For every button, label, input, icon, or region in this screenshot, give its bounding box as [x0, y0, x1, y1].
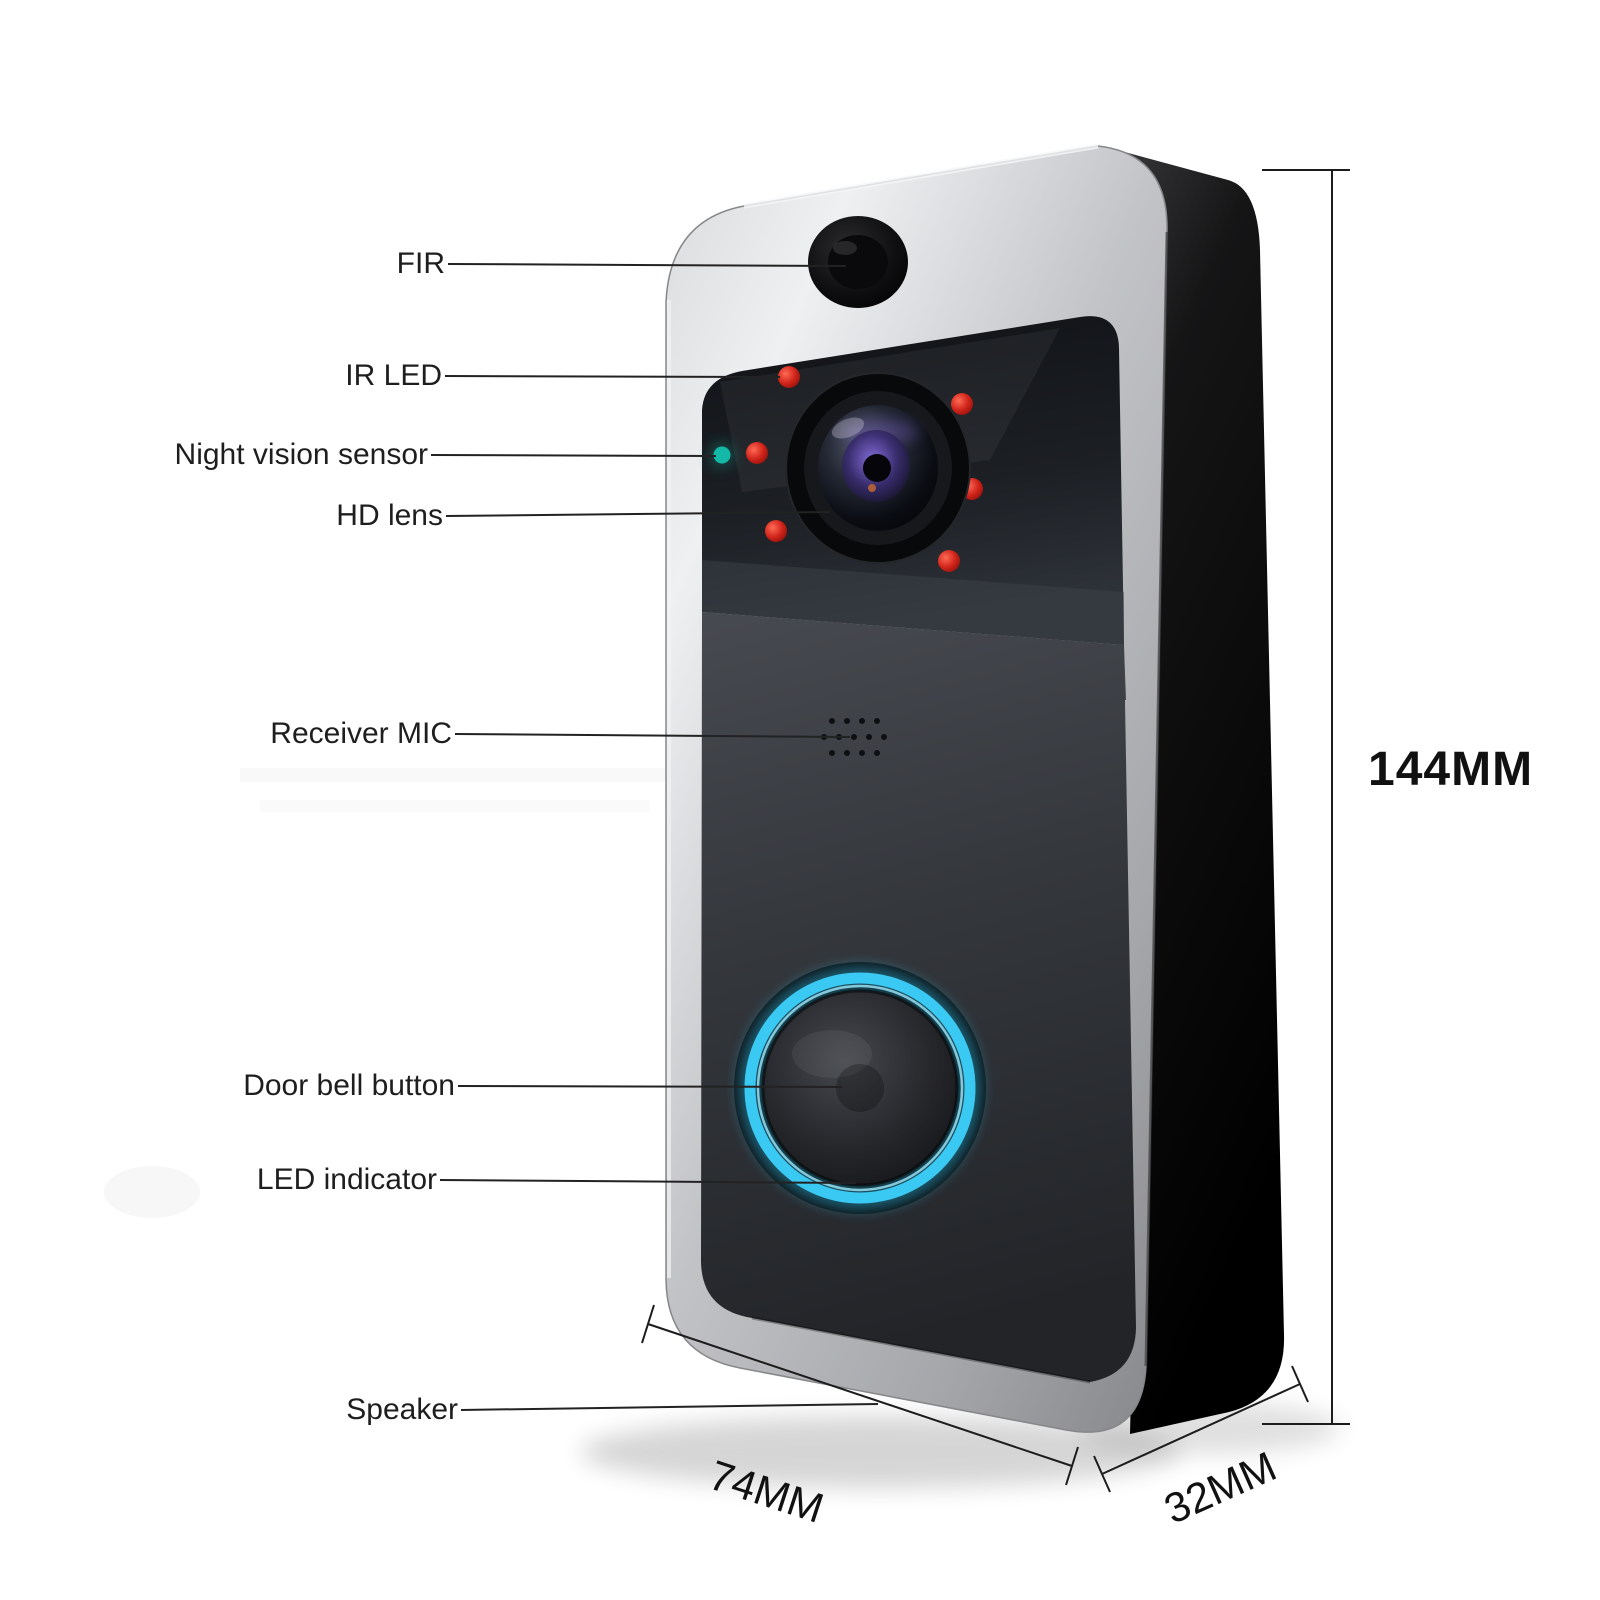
label-speaker: Speaker [346, 1393, 458, 1426]
body-bottom-seam [751, 1316, 1091, 1384]
ir-led-dot [778, 366, 800, 388]
leader-line-fir [447, 263, 847, 267]
background-artifacts [104, 768, 670, 1218]
leader-line-door-bell-button [457, 1085, 843, 1088]
ir-led-dot [765, 520, 787, 542]
label-door-bell-button: Door bell button [243, 1069, 455, 1102]
frame-right-seam [1144, 231, 1169, 1367]
camera-lens [785, 372, 971, 564]
leader-line-speaker [460, 1403, 879, 1411]
leader-line-hd-lens [445, 511, 831, 517]
leader-line-ir-led [444, 375, 781, 378]
height-dimension-line [1262, 169, 1350, 1425]
ir-led-dot [951, 393, 973, 415]
button-face [763, 991, 957, 1185]
doorbell-button [734, 962, 986, 1214]
width-dimension-line [641, 1304, 1079, 1486]
label-led-indicator: LED indicator [256, 1163, 437, 1196]
frame-top-highlight [743, 143, 1099, 209]
label-receiver-mic: Receiver MIC [270, 717, 452, 750]
height-dimension-label: 144MM [1368, 743, 1534, 796]
ir-led-dots [746, 366, 983, 572]
led-ring [744, 972, 976, 1204]
label-hd-lens: HD lens [336, 499, 443, 532]
leader-line-night-vision [430, 454, 717, 457]
leader-lines [430, 263, 879, 1411]
ir-led-dot [938, 550, 960, 572]
leader-line-receiver-mic [454, 733, 851, 738]
label-night-vision-sensor: Night vision sensor [174, 438, 428, 471]
dimension-lines [641, 169, 1350, 1493]
doorbell-device [665, 143, 1285, 1434]
leader-line-led-indicator [439, 1179, 857, 1184]
label-fir: FIR [396, 247, 445, 280]
night-vision-led [709, 442, 735, 468]
label-ir-led: IR LED [345, 359, 442, 392]
pir-sensor [808, 216, 908, 308]
depth-dimension-line [1093, 1365, 1309, 1493]
ir-led-dot [746, 442, 768, 464]
